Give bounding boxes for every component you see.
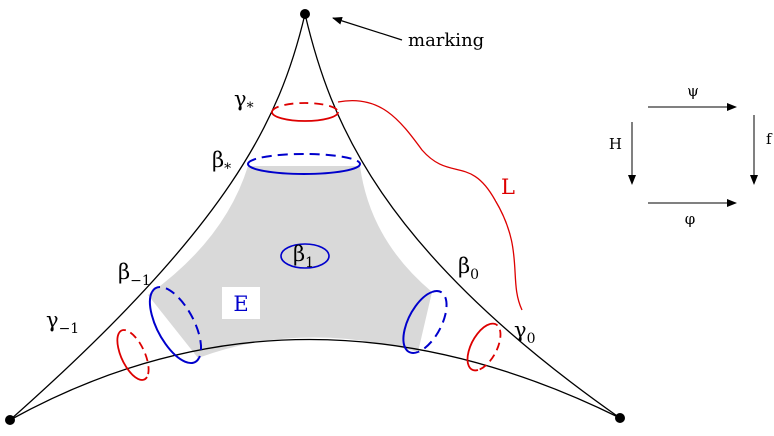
beta-star-curve-back [247,153,361,165]
square-left-label: H [609,135,622,153]
gamma-minus1-curve-front [116,332,148,381]
marking-arrow [332,16,403,41]
beta-1-label: β1 [293,242,314,271]
marked-point-left [5,415,15,425]
beta-star-label: β* [212,148,231,177]
beta-1-curve [280,243,330,269]
path-l-label: L [501,175,515,199]
beta-minus1-label: β−1 [118,260,151,289]
beta-star-curve-front [247,163,361,175]
shaded-region-e [148,166,432,358]
marked-point-right [615,413,625,423]
square-top-label: ψ [687,82,699,100]
path-l [337,99,523,311]
beta-0-curve-front [402,291,433,354]
gamma-0-label: γ0 [514,318,535,347]
surface-right-edge [304,13,621,419]
gamma-0-curve-front [466,323,491,372]
surface-left-edge [9,13,306,421]
beta-minus1-curve-back [151,286,203,359]
region-e-label-bg [222,287,260,319]
region-e-label: E [233,292,248,316]
gamma-star-curve-back [271,102,339,113]
gamma-minus1-curve-back [118,329,150,378]
surface-bottom-edge [9,338,621,421]
marked-point-top [300,9,310,19]
gamma-star-curve-front [271,111,339,122]
square-right-label: f [766,130,773,148]
gamma-0-curve-back [477,322,502,371]
gamma-minus1-label: γ−1 [46,308,79,337]
beta-minus1-curve-front [148,291,200,364]
beta-0-label: β0 [458,254,479,283]
beta-0-curve-back [417,290,448,353]
marking-label: marking [408,30,484,51]
path-l-label-bg [496,173,520,201]
gamma-star-label: γ* [234,87,254,116]
square-bottom-label: φ [685,210,696,228]
